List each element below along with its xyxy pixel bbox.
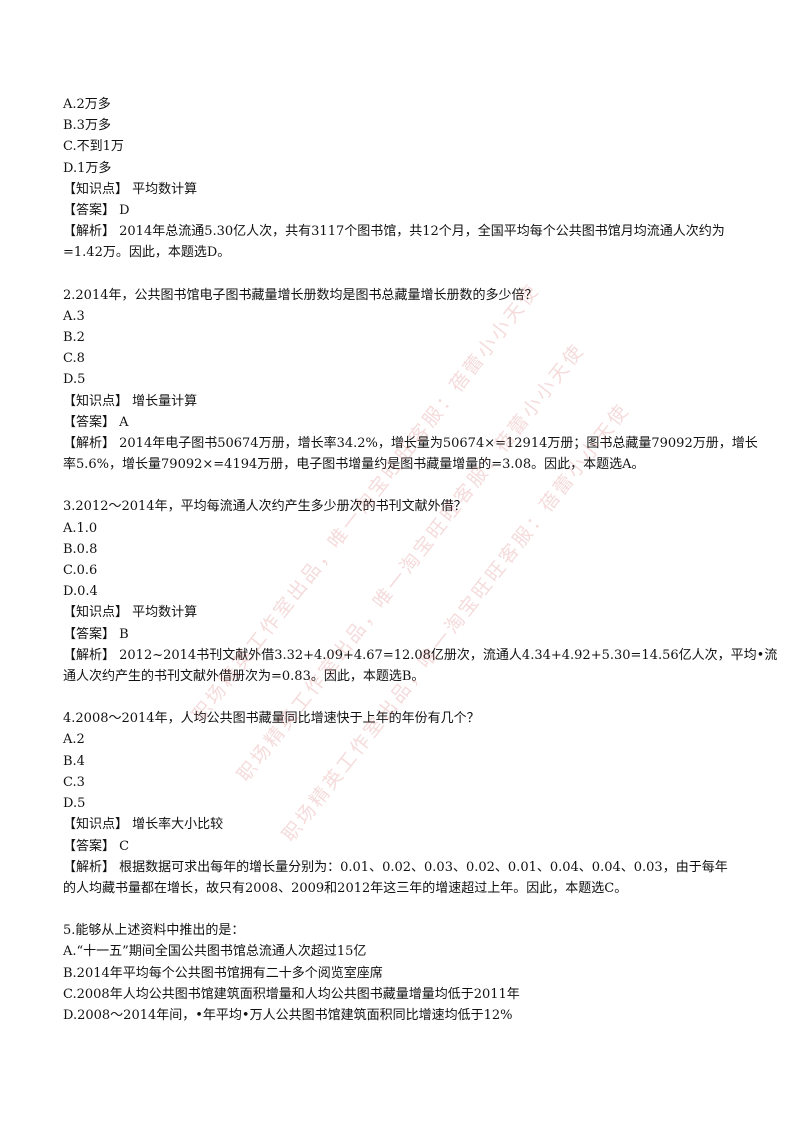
q5-option-b: B.2014年平均每个公共图书馆拥有二十多个阅览室座席 xyxy=(63,965,383,981)
q3-analysis-line-1: 【解析】 2012~2014书刊文献外借3.32+4.09+4.67=12.08… xyxy=(63,647,778,663)
document-page: A.2万多 B.3万多 C.不到1万 D.1万多 【知识点】 平均数计算 【答案… xyxy=(63,94,778,1026)
q5-option-d: D.2008～2014年间，•年平均•万人公共图书馆建筑面积同比增速均低于12% xyxy=(63,1007,513,1023)
q4-option-a: A.2 xyxy=(63,732,85,748)
q1-option-b: B.3万多 xyxy=(63,118,111,134)
q5-question: 5.能够从上述资料中推出的是： xyxy=(63,923,245,939)
q1-option-c: C.不到1万 xyxy=(63,139,124,155)
q1-analysis-line-1: 【解析】 2014年总流通5.30亿人次，共有3117个图书馆，共12个月，全国… xyxy=(63,224,725,240)
q2-question: 2.2014年，公共图书馆电子图书藏量增长册数均是图书总藏量增长册数的多少倍？ xyxy=(63,287,538,303)
q2-analysis-line-1: 【解析】 2014年电子图书50674万册，增长率34.2%，增长量为50674… xyxy=(63,436,758,452)
q1-option-d: D.1万多 xyxy=(63,160,112,176)
q4-analysis-line-1: 【解析】 根据数据可求出每年的增长量分别为：0.01、0.02、0.03、0.0… xyxy=(63,859,728,875)
q5-option-a: A.“十一五”期间全国公共图书馆总流通人次超过15亿 xyxy=(63,944,367,960)
q1-option-a: A.2万多 xyxy=(63,97,111,112)
q3-knowledge-point: 【知识点】 平均数计算 xyxy=(63,605,198,621)
q3-analysis-line-2: 通人次约产生的书刊文献外借册次为=0.83。因此，本题选B。 xyxy=(63,669,425,685)
spacer xyxy=(63,475,743,496)
q4-question: 4.2008～2014年，人均公共图书藏量同比增速快于上年的年份有几个？ xyxy=(63,711,480,727)
spacer xyxy=(63,687,743,708)
q4-option-d: D.5 xyxy=(63,796,86,812)
q1-analysis-line-2: =1.42万。因此，本题选D。 xyxy=(63,245,231,261)
q3-question: 3.2012～2014年，平均每流通人次约产生多少册次的书刊文献外借？ xyxy=(63,499,467,515)
q4-option-b: B.4 xyxy=(63,753,85,769)
q5-option-c: C.2008年人均公共图书馆建筑面积增量和人均公共图书藏量增量均低于2011年 xyxy=(63,986,520,1002)
q4-knowledge-point: 【知识点】 增长率大小比较 xyxy=(63,817,224,833)
q2-option-b: B.2 xyxy=(63,330,85,346)
q4-analysis-line-2: 的人均藏书量都在增长，故只有2008、2009和2012年这三年的增速超过上年。… xyxy=(63,880,628,896)
q2-knowledge-point: 【知识点】 增长量计算 xyxy=(63,393,198,409)
q3-answer: 【答案】 B xyxy=(63,626,129,642)
q1-knowledge-point: 【知识点】 平均数计算 xyxy=(63,181,198,197)
spacer xyxy=(63,264,743,285)
spacer xyxy=(63,899,743,920)
q2-option-c: C.8 xyxy=(63,351,85,367)
q2-option-a: A.3 xyxy=(63,308,85,324)
q2-option-d: D.5 xyxy=(63,372,86,388)
q1-answer: 【答案】 D xyxy=(63,203,130,219)
q4-option-c: C.3 xyxy=(63,774,85,790)
q2-answer: 【答案】 A xyxy=(63,414,129,430)
q3-option-d: D.0.4 xyxy=(63,584,98,600)
q3-option-c: C.0.6 xyxy=(63,563,98,579)
q4-answer: 【答案】 C xyxy=(63,838,130,854)
q3-option-b: B.0.8 xyxy=(63,541,98,557)
q2-analysis-line-2: 率5.6%，增长量79092×=4194万册，电子图书增量约是图书藏量增量的=3… xyxy=(63,457,645,473)
q3-option-a: A.1.0 xyxy=(63,520,98,536)
